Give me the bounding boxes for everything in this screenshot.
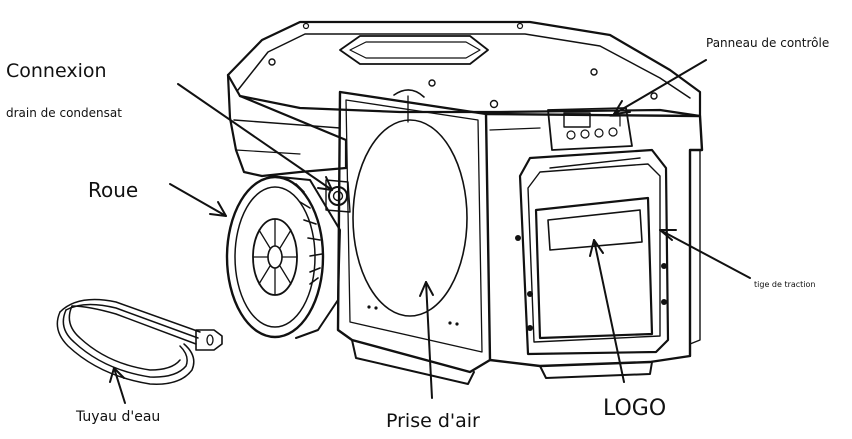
label-connexion: Connexion — [6, 60, 107, 82]
air-intake — [352, 89, 468, 326]
label-drain-condensat: drain de condensat — [6, 106, 122, 120]
arrow-roue — [169, 183, 227, 217]
control-panel — [547, 107, 633, 151]
arrow-prise — [419, 281, 434, 399]
label-tuyau-eau: Tuyau d'eau — [76, 409, 161, 425]
label-prise-air: Prise d'air — [386, 410, 480, 432]
arrow-logo — [589, 239, 625, 383]
arrow-tuyau — [109, 367, 126, 404]
water-hose — [56, 298, 223, 385]
logo-panel — [534, 196, 654, 340]
callout-arrows — [109, 59, 751, 404]
arrow-panneau — [613, 59, 707, 115]
pull-handle-frame — [515, 148, 670, 356]
label-roue: Roue — [88, 178, 139, 202]
label-logo: LOGO — [603, 396, 667, 421]
wheel — [225, 175, 341, 339]
drain-connector — [325, 179, 351, 213]
label-panneau-controle: Panneau de contrôle — [706, 36, 830, 50]
arrow-connexion — [177, 83, 333, 191]
dehumidifier-body — [226, 20, 704, 385]
label-tige-traction: tige de traction — [754, 280, 816, 289]
arrow-tige — [659, 229, 751, 279]
